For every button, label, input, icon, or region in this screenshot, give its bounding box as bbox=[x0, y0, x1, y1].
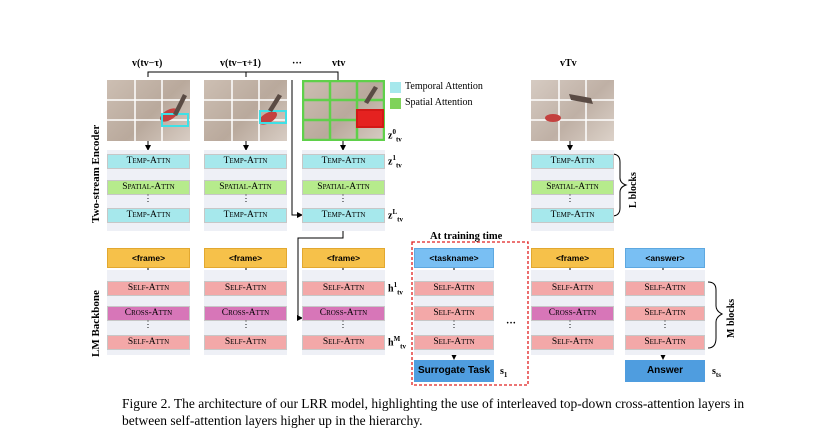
video-frame-1 bbox=[107, 80, 190, 141]
temp-attn-block: Temp-Attn bbox=[531, 154, 614, 169]
figure-caption: Figure 2. The architecture of our LRR mo… bbox=[122, 396, 745, 428]
zL-label: zLtv bbox=[388, 208, 403, 224]
temp-attn-block: Temp-Attn bbox=[107, 208, 190, 223]
lm-dots: ⋮ bbox=[338, 319, 348, 329]
spatial-attn-block: Spatial-Attn bbox=[107, 180, 190, 195]
self-attn-block: Self-Attn bbox=[204, 335, 287, 350]
frame-ellipsis: ··· bbox=[292, 58, 303, 69]
lm-dots: ⋮ bbox=[449, 319, 459, 329]
lm-ellipsis: ··· bbox=[506, 318, 517, 329]
temp-attn-block: Temp-Attn bbox=[204, 208, 287, 223]
self-attn-block: Self-Attn bbox=[414, 335, 494, 350]
temp-attn-block: Temp-Attn bbox=[204, 154, 287, 169]
surrogate-task-box: Surrogate Task bbox=[414, 360, 494, 382]
frame-label-4: vTv bbox=[560, 58, 577, 69]
l-blocks-label: L blocks bbox=[628, 172, 639, 208]
self-attn-block: Self-Attn bbox=[531, 281, 614, 296]
temp-attn-block: Temp-Attn bbox=[531, 208, 614, 223]
taskname-token: <taskname> bbox=[414, 248, 494, 268]
spatial-attn-block: Spatial-Attn bbox=[302, 180, 385, 195]
temp-attn-block: Temp-Attn bbox=[302, 154, 385, 169]
spatial-attn-block: Spatial-Attn bbox=[204, 180, 287, 195]
lm-dots: ⋮ bbox=[660, 319, 670, 329]
training-time-label: At training time bbox=[430, 231, 503, 242]
self-attn-block: Self-Attn bbox=[625, 335, 705, 350]
video-frame-3 bbox=[302, 80, 385, 141]
temp-attn-block: Temp-Attn bbox=[107, 154, 190, 169]
self-attn-block: Self-Attn bbox=[625, 306, 705, 321]
lm-section-label: LM Backbone bbox=[90, 290, 102, 357]
lm-dots: ⋮ bbox=[241, 319, 251, 329]
z0-label: z0tv bbox=[388, 128, 402, 144]
frame-label-2: v(tv−τ+1) bbox=[220, 58, 261, 69]
self-attn-block: Self-Attn bbox=[302, 335, 385, 350]
s1-label: s1 bbox=[500, 366, 508, 379]
video-frame-2 bbox=[204, 80, 287, 141]
frame-token: <frame> bbox=[107, 248, 190, 268]
self-attn-block: Self-Attn bbox=[302, 281, 385, 296]
lm-dots: ⋮ bbox=[143, 319, 153, 329]
self-attn-block: Self-Attn bbox=[414, 281, 494, 296]
cross-attn-block: Cross-Attn bbox=[531, 306, 614, 321]
legend-spatial-label: Spatial Attention bbox=[405, 97, 473, 108]
self-attn-block: Self-Attn bbox=[625, 281, 705, 296]
lm-dots: ⋮ bbox=[565, 319, 575, 329]
cross-attn-block: Cross-Attn bbox=[107, 306, 190, 321]
frame-label-1: v(tv−τ) bbox=[132, 58, 163, 69]
answer-token: <answer> bbox=[625, 248, 705, 268]
frame-token: <frame> bbox=[204, 248, 287, 268]
legend-temporal-label: Temporal Attention bbox=[405, 81, 483, 92]
encoder-section-label: Two-stream Encoder bbox=[90, 124, 102, 223]
answer-box: Answer bbox=[625, 360, 705, 382]
spatial-attn-block: Spatial-Attn bbox=[531, 180, 614, 195]
frame-token: <frame> bbox=[531, 248, 614, 268]
h1-label: h1tv bbox=[388, 281, 403, 297]
cross-attn-block: Cross-Attn bbox=[204, 306, 287, 321]
self-attn-block: Self-Attn bbox=[107, 281, 190, 296]
encoder-dots: ⋮ bbox=[143, 193, 153, 203]
self-attn-block: Self-Attn bbox=[107, 335, 190, 350]
legend-spatial-swatch bbox=[390, 98, 401, 109]
frame-token: <frame> bbox=[302, 248, 385, 268]
encoder-dots: ⋮ bbox=[565, 193, 575, 203]
self-attn-block: Self-Attn bbox=[531, 335, 614, 350]
encoder-dots: ⋮ bbox=[241, 193, 251, 203]
encoder-dots: ⋮ bbox=[338, 193, 348, 203]
self-attn-block: Self-Attn bbox=[414, 306, 494, 321]
z1-label: z1tv bbox=[388, 154, 402, 170]
temp-attn-block: Temp-Attn bbox=[302, 208, 385, 223]
cross-attn-block: Cross-Attn bbox=[302, 306, 385, 321]
video-frame-4 bbox=[531, 80, 614, 141]
frame-label-3: vtv bbox=[332, 58, 346, 69]
m-blocks-label: M blocks bbox=[726, 298, 737, 338]
legend-temporal-swatch bbox=[390, 82, 401, 93]
s-ts-label: sts bbox=[712, 366, 721, 379]
hM-label: hMtv bbox=[388, 335, 407, 351]
self-attn-block: Self-Attn bbox=[204, 281, 287, 296]
